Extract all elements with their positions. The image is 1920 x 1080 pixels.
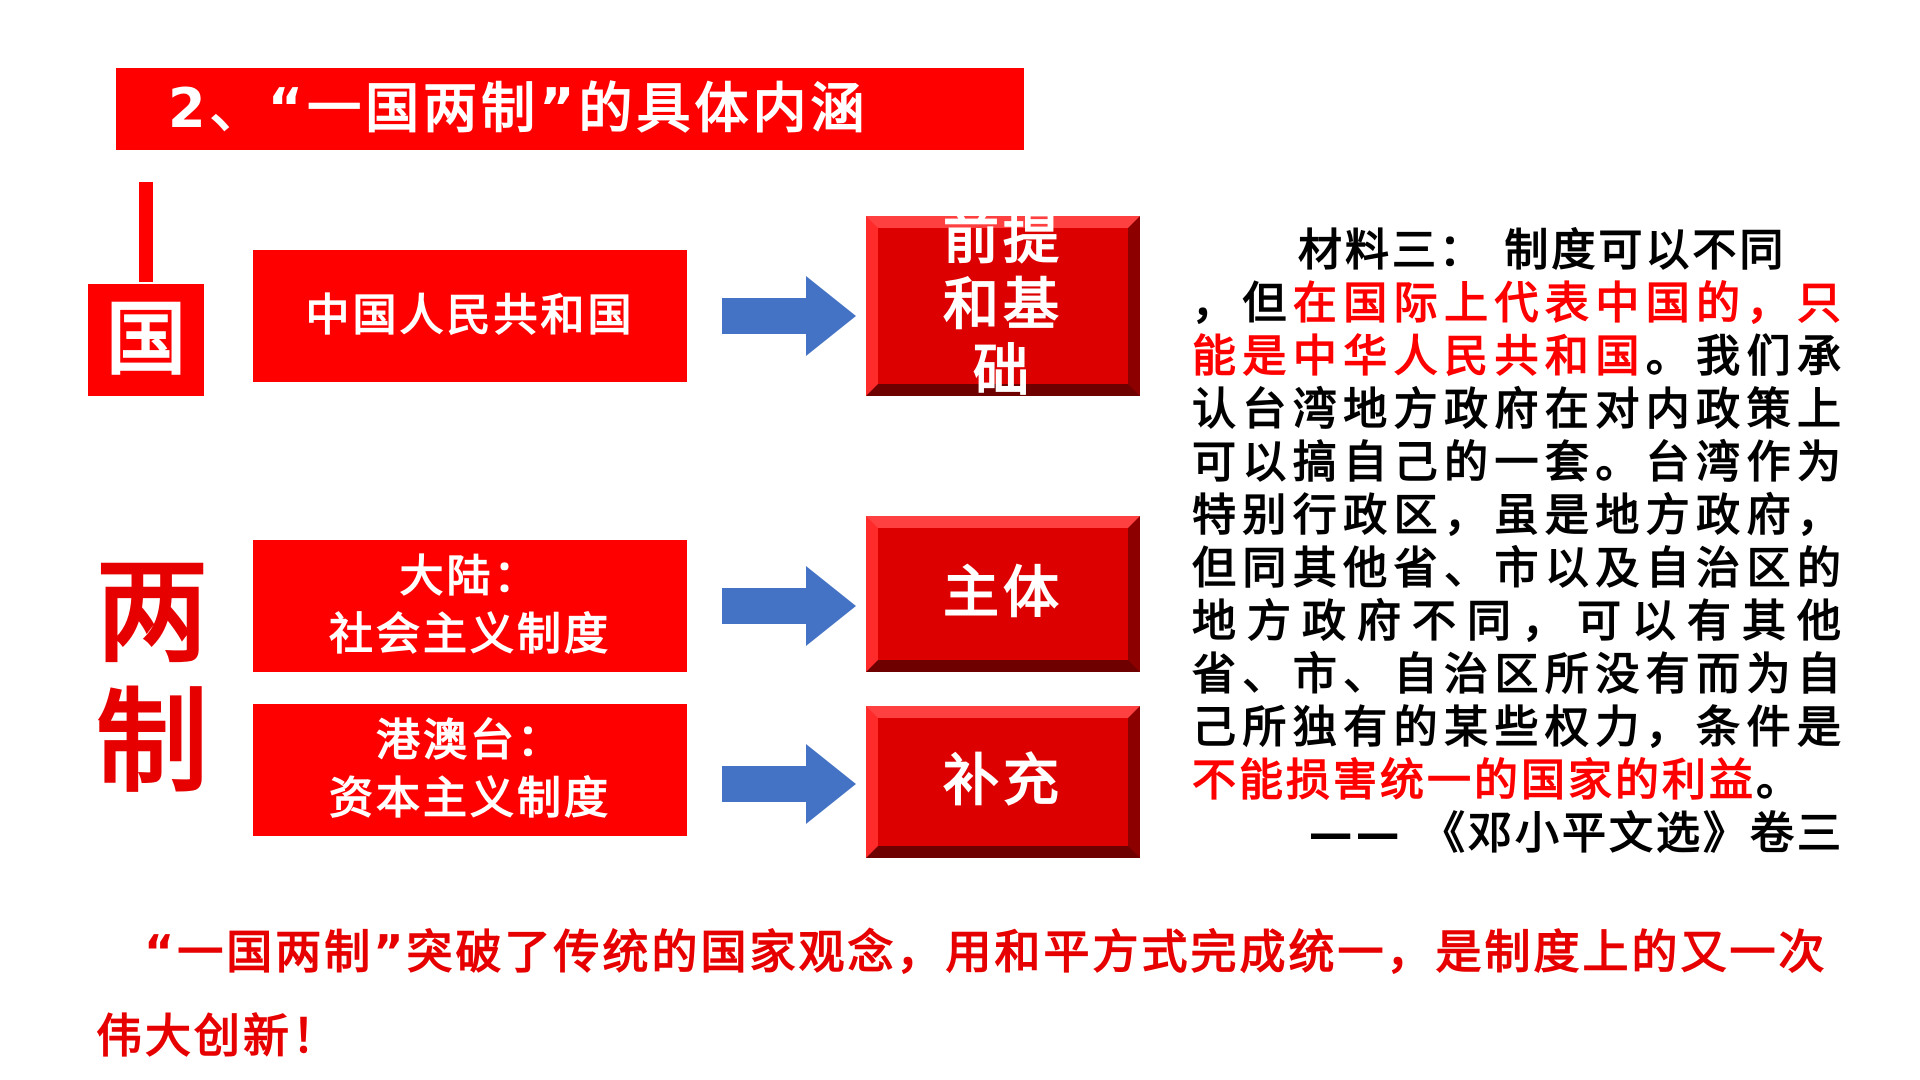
material-highlight-1: 在国际上代表中国的，只能是中华人民共和国 bbox=[1192, 278, 1845, 382]
main-body-box: 主体 bbox=[866, 516, 1140, 672]
mainland-box: 大陆： 社会主义制度 bbox=[253, 540, 687, 672]
mainland-label: 大陆： bbox=[399, 551, 541, 602]
material-source: —— 《邓小平文选》卷三 bbox=[1308, 808, 1844, 859]
main-body-label: 主体 bbox=[943, 561, 1063, 626]
guo-character: 国 bbox=[88, 284, 204, 396]
hk-macau-taiwan-label: 港澳台： bbox=[376, 715, 564, 766]
country-box: 中国人民共和国 bbox=[253, 250, 687, 382]
premise-label: 前提和基础 bbox=[943, 207, 1063, 404]
arrow-right-icon bbox=[722, 276, 856, 356]
arrow-right-icon bbox=[722, 744, 856, 824]
material-heading: 材料三： 制度可以不同 bbox=[1298, 225, 1787, 276]
mainland-system: 社会主义制度 bbox=[329, 609, 611, 660]
liangzhi-label: 两制 bbox=[96, 548, 208, 808]
material-highlight-2: 不能损害统一的国家的利益 bbox=[1192, 755, 1756, 806]
material-text-1: ，但 bbox=[1192, 278, 1293, 329]
yiguo-vertical-line bbox=[139, 182, 153, 282]
arrow-right-icon bbox=[722, 566, 856, 646]
material-three-text: 材料三： 制度可以不同，但在国际上代表中国的，只能是中华人民共和国。我们承认台湾… bbox=[1192, 224, 1844, 860]
material-text-3: 。 bbox=[1756, 755, 1803, 806]
material-text-2: 。我们承认台湾地方政府在对内政策上可以搞自己的一套。台湾作为特别行政区，虽是地方… bbox=[1192, 331, 1844, 753]
hk-macau-taiwan-box: 港澳台： 资本主义制度 bbox=[253, 704, 687, 836]
premise-box: 前提和基础 bbox=[866, 207, 1140, 404]
supplement-label: 补充 bbox=[943, 749, 1063, 814]
country-label: 中国人民共和国 bbox=[305, 290, 635, 341]
capitalist-system: 资本主义制度 bbox=[329, 773, 611, 824]
section-title: 2、“一国两制”的具体内涵 bbox=[116, 68, 1024, 150]
conclusion-text: “一国两制”突破了传统的国家观念，用和平方式完成统一，是制度上的又一次伟大创新！ bbox=[96, 925, 1828, 1063]
supplement-box: 补充 bbox=[866, 706, 1140, 858]
